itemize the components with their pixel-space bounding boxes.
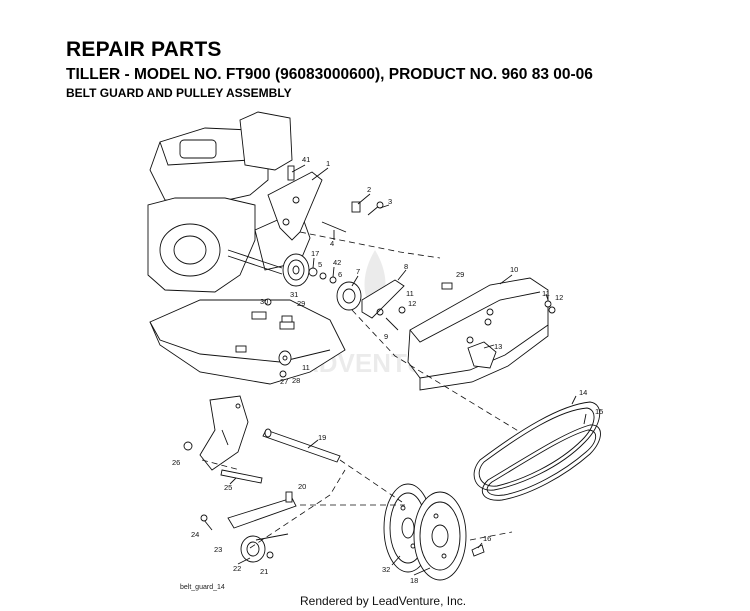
callout-31: 31 — [290, 290, 298, 299]
callout-28: 28 — [292, 376, 300, 385]
clip-2 — [351, 201, 361, 213]
callout-42: 42 — [333, 258, 341, 267]
nut-11 — [398, 306, 406, 314]
callout-11-guard: 11 — [542, 289, 550, 298]
callout-29-hood: 29 — [297, 299, 305, 308]
clip-29 — [441, 282, 453, 290]
callout-41: 41 — [302, 155, 310, 164]
callout-13: 13 — [494, 342, 502, 351]
nut-11b — [486, 308, 494, 316]
callout-26: 26 — [172, 458, 180, 467]
callout-20: 20 — [298, 482, 306, 491]
washer-27 — [279, 370, 287, 378]
figure-id: belt_guard_14 — [180, 584, 225, 591]
washer-12b — [484, 318, 492, 326]
callout-32: 32 — [382, 565, 390, 574]
callout-19: 19 — [318, 433, 326, 442]
drive-pulley-18 — [413, 491, 467, 581]
nut-26 — [183, 441, 193, 451]
nut-11c — [544, 300, 552, 308]
callout-15: 15 — [595, 407, 603, 416]
callout-9: 9 — [384, 332, 388, 341]
pulley-shaft — [262, 428, 341, 463]
callout-1: 1 — [326, 159, 330, 168]
section-title: BELT GUARD AND PULLEY ASSEMBLY — [66, 86, 292, 100]
model-subtitle: TILLER - MODEL NO. FT900 (96083000600), … — [66, 66, 593, 83]
callout-29: 29 — [456, 270, 464, 279]
callout-leaders — [229, 164, 587, 576]
lower-idler-pulley — [240, 535, 266, 563]
washer-42 — [319, 272, 327, 280]
page-title: REPAIR PARTS — [66, 38, 222, 61]
pivot-25 — [220, 469, 263, 484]
callout-3: 3 — [388, 197, 392, 206]
nut-5 — [329, 276, 337, 284]
alignment-lines — [201, 231, 521, 549]
callout-23: 23 — [214, 545, 222, 554]
callout-27: 27 — [280, 377, 288, 386]
key-17 — [308, 267, 318, 277]
callout-17: 17 — [311, 249, 319, 258]
callout-labels: 41 1 2 3 4 17 42 5 6 7 8 29 10 11 12 30 … — [172, 155, 603, 585]
callout-4: 4 — [330, 239, 334, 248]
callout-25: 25 — [224, 483, 232, 492]
tiller-frame — [199, 395, 249, 471]
washer-12c — [548, 306, 556, 314]
engine-pulley — [282, 253, 310, 287]
bolt-9 — [385, 317, 399, 331]
idler-pulley — [336, 281, 362, 311]
callout-11-hood: 11 — [302, 363, 310, 372]
callout-21: 21 — [260, 567, 268, 576]
engine-bracket — [267, 171, 323, 241]
spring-41 — [287, 165, 295, 181]
callout-12: 12 — [408, 299, 416, 308]
callout-10: 10 — [510, 265, 518, 274]
nut-21 — [266, 551, 274, 559]
callout-12-guard: 12 — [555, 293, 563, 302]
engine — [147, 111, 311, 293]
callout-24: 24 — [191, 530, 199, 539]
rod-4 — [321, 221, 347, 233]
spring-20 — [285, 491, 293, 503]
key-16 — [471, 544, 485, 557]
footer-credit: Rendered by LeadVenture, Inc. — [300, 594, 467, 608]
belt-14 — [473, 401, 600, 491]
callout-14: 14 — [579, 388, 587, 397]
tension-arm — [227, 497, 297, 529]
callout-22: 22 — [233, 564, 241, 573]
bolt-30 — [264, 298, 272, 306]
callout-7: 7 — [356, 267, 360, 276]
belt-15 — [481, 424, 601, 501]
callout-6: 6 — [338, 270, 342, 279]
callout-11: 11 — [406, 289, 414, 298]
callout-2: 2 — [367, 185, 371, 194]
bolt-24 — [203, 519, 213, 531]
idler-arm — [361, 279, 405, 319]
belt-guard — [407, 277, 549, 391]
callout-30: 30 — [260, 297, 268, 306]
bushing-28 — [278, 350, 292, 366]
tiller-hood — [149, 299, 346, 385]
callout-16: 16 — [483, 534, 491, 543]
callout-8: 8 — [404, 262, 408, 271]
callout-5: 5 — [318, 260, 322, 269]
callout-18: 18 — [410, 576, 418, 585]
clip-29b — [281, 315, 293, 323]
